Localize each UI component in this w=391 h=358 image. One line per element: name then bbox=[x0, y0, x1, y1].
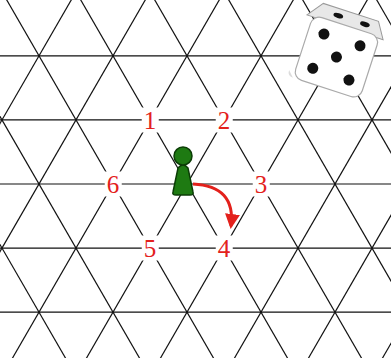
direction-number: 1 bbox=[142, 107, 159, 132]
grid-line bbox=[85, 0, 391, 358]
grid-line bbox=[233, 0, 391, 358]
direction-number: 5 bbox=[142, 236, 159, 261]
pawn bbox=[173, 147, 193, 195]
grid-line bbox=[381, 0, 391, 358]
direction-number: 6 bbox=[105, 172, 122, 197]
move-arrow bbox=[193, 184, 232, 226]
grid-line bbox=[0, 0, 67, 358]
grid-line bbox=[233, 0, 391, 358]
grid-line bbox=[0, 0, 141, 358]
grid-line bbox=[0, 119, 391, 120]
grid-line bbox=[11, 0, 391, 358]
direction-number: 2 bbox=[216, 107, 233, 132]
direction-number: 4 bbox=[216, 236, 233, 261]
grid-line bbox=[159, 0, 391, 358]
grid-line bbox=[0, 247, 391, 248]
grid-line bbox=[0, 312, 391, 313]
grid-line bbox=[159, 0, 391, 358]
grid-line bbox=[381, 0, 391, 358]
grid-line bbox=[0, 0, 141, 358]
direction-number: 3 bbox=[253, 172, 270, 197]
grid-line bbox=[0, 0, 67, 358]
grid-line bbox=[85, 0, 391, 358]
dice bbox=[287, 0, 388, 101]
grid-line bbox=[11, 0, 391, 358]
